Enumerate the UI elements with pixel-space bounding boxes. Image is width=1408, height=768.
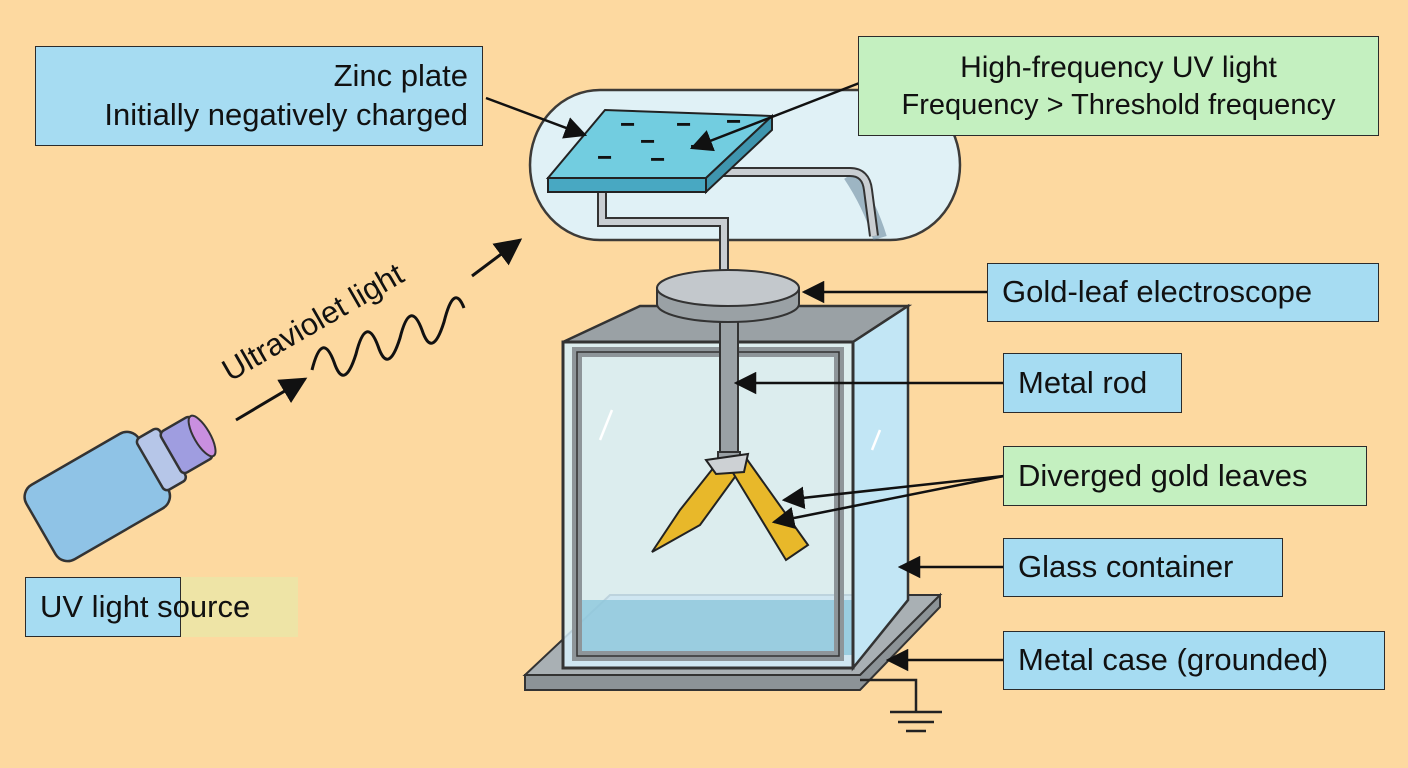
negative-charge-icon: − — [620, 109, 635, 139]
metal-case-text: Metal case (grounded) — [1018, 642, 1329, 678]
zinc-plate-desc: Initially negatively charged — [104, 97, 468, 132]
ground-icon — [860, 678, 942, 733]
uv-wave: Ultraviolet light — [216, 238, 523, 422]
negative-charge-icon: − — [650, 144, 665, 174]
gold-leaves — [651, 452, 810, 562]
uv-source-text: UV light source — [40, 588, 251, 624]
negative-charge-icon: − — [640, 126, 655, 156]
negative-charge-icon: − — [726, 106, 741, 136]
electroscope — [656, 269, 800, 469]
label-diverged-gold-leaves: Diverged gold leaves — [1003, 446, 1367, 506]
gold-leaves-text: Diverged gold leaves — [1018, 457, 1308, 493]
electroscope-text: Gold-leaf electroscope — [1002, 274, 1313, 310]
uv-high-desc: Frequency > Threshold frequency — [901, 88, 1336, 121]
negative-charge-icon: − — [676, 109, 691, 139]
label-metal-case: Metal case (grounded) — [1003, 631, 1385, 690]
label-zinc-plate: Zinc plate Initially negatively charged — [35, 46, 483, 146]
negative-charge-icon: − — [597, 142, 612, 172]
leader-arrows — [485, 80, 1005, 672]
uv-lamp-icon — [23, 414, 217, 563]
label-high-frequency-uv: High-frequency UV light Frequency > Thre… — [858, 36, 1379, 136]
zinc-plate-title: Zinc plate — [333, 58, 468, 94]
label-uv-light-source: UV light source — [25, 577, 298, 637]
glass-container-text: Glass container — [1018, 549, 1234, 585]
uv-high-title: High-frequency UV light — [960, 51, 1277, 85]
label-gold-leaf-electroscope: Gold-leaf electroscope — [987, 263, 1379, 322]
label-metal-rod: Metal rod — [1003, 353, 1182, 413]
label-glass-container: Glass container — [1003, 538, 1283, 597]
metal-rod-text: Metal rod — [1018, 364, 1148, 400]
connecting-wire — [597, 167, 879, 292]
zinc-plate: − − − − − − − — [545, 106, 775, 195]
